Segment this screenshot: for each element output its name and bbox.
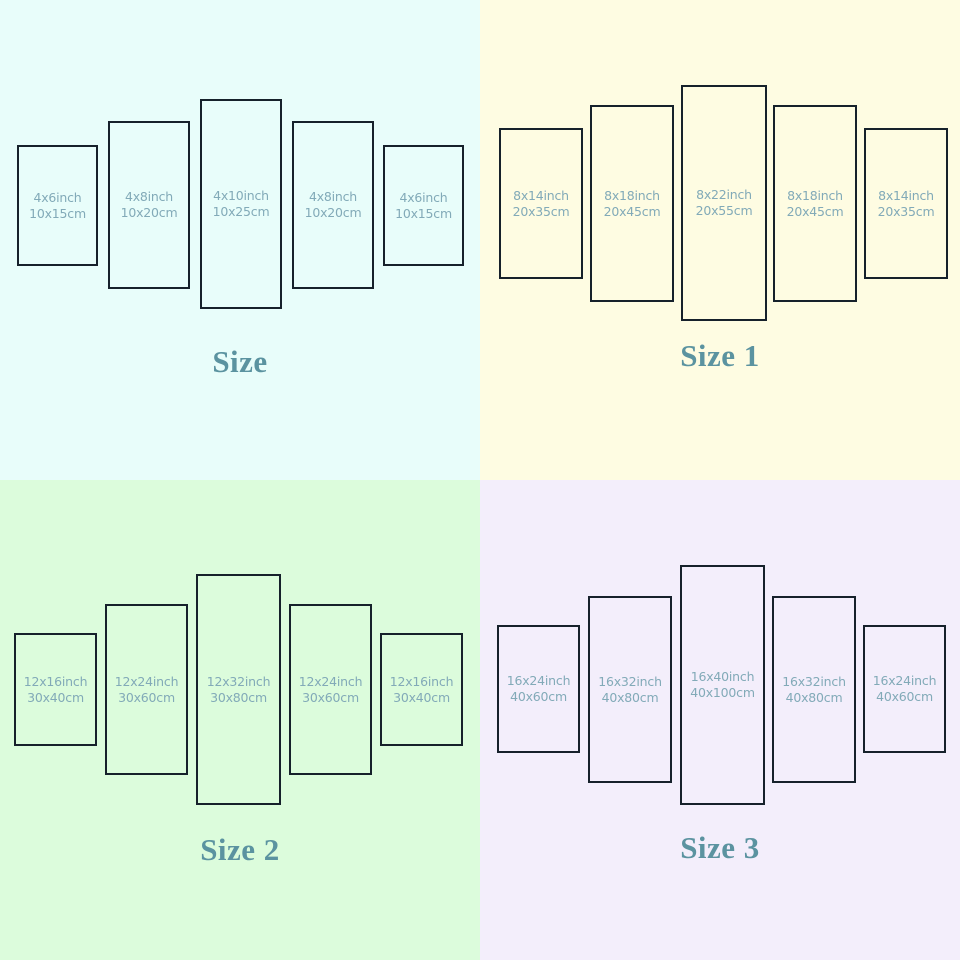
quadrant-title-size: Size	[212, 344, 268, 379]
panel-size-inch: 16x32inch	[782, 673, 846, 689]
panel-size-inch: 12x24inch	[114, 673, 179, 689]
panel-size-cm: 20x55cm	[695, 203, 753, 218]
quadrant-title-size-3: Size 3	[680, 830, 760, 865]
panel-size-cm: 30x40cm	[393, 689, 450, 705]
quadrant-title-size-2: Size 2	[200, 832, 280, 867]
panel-size-cm: 20x35cm	[512, 203, 570, 219]
panel-size-inch: 12x24inch	[298, 673, 363, 689]
quadrant-title-size-1: Size 1	[680, 338, 760, 373]
panel-size-inch: 12x16inch	[389, 673, 454, 689]
panel-size-inch: 4x10inch	[213, 188, 269, 203]
panel-size-inch: 12x16inch	[23, 673, 88, 689]
panel-size-cm: 40x80cm	[601, 689, 659, 705]
panel-size-cm: 10x15cm	[395, 205, 452, 221]
panel-size-inch: 8x14inch	[878, 187, 934, 203]
panel-size-inch: 16x40inch	[690, 669, 755, 684]
panel-size-inch: 4x8inch	[124, 189, 174, 204]
panel-size-cm: 20x45cm	[603, 203, 661, 219]
panel-size-cm: 10x25cm	[212, 204, 270, 219]
panel-size-inch: 16x32inch	[598, 673, 662, 689]
panel-size-inch: 4x6inch	[399, 189, 448, 205]
panel-size-inch: 12x32inch	[206, 673, 271, 689]
panel-size-cm: 10x20cm	[304, 205, 362, 220]
panel-size-inch: 4x8inch	[308, 189, 358, 204]
panel-size-cm: 40x100cm	[690, 685, 755, 700]
panel-size-inch: 4x6inch	[33, 189, 82, 205]
panel-size-inch: 8x22inch	[696, 187, 752, 202]
panel-size-inch: 8x18inch	[787, 187, 843, 203]
panel-size-cm: 40x80cm	[785, 689, 843, 705]
panel-size-cm: 20x35cm	[877, 203, 935, 219]
panel-size-cm: 40x60cm	[876, 689, 933, 704]
panel-size-inch: 16x24inch	[506, 673, 571, 688]
panel-size-cm: 10x20cm	[120, 205, 178, 220]
panel-size-cm: 20x45cm	[786, 203, 844, 219]
panel-size-cm: 30x60cm	[118, 689, 175, 705]
panel-size-inch: 8x14inch	[513, 187, 569, 203]
panel-size-cm: 30x40cm	[27, 689, 84, 705]
panel-size-cm: 30x80cm	[210, 689, 267, 705]
panel-size-cm: 40x60cm	[510, 689, 567, 704]
panel-size-cm: 30x60cm	[302, 689, 359, 705]
panel-size-cm: 10x15cm	[29, 205, 86, 221]
panel-size-inch: 8x18inch	[604, 187, 660, 203]
panel-size-inch: 16x24inch	[872, 673, 937, 688]
